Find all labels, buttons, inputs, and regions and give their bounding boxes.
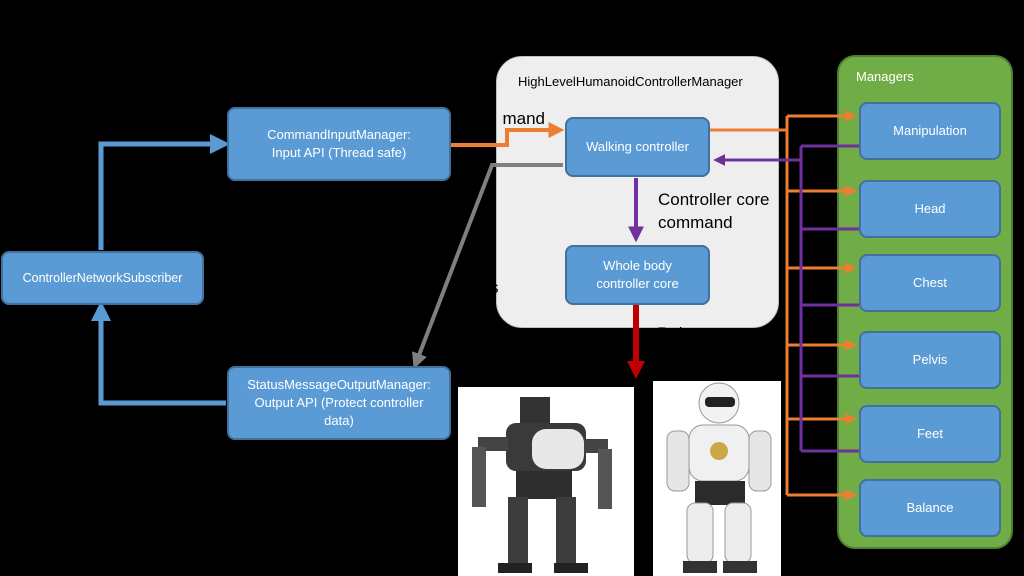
head-manager-box: Head <box>859 180 1001 238</box>
balance-manager-box: Balance <box>859 479 1001 537</box>
whole-body-controller-core-box: Whole body controller core <box>565 245 710 305</box>
status-label: s <box>490 278 499 297</box>
high-level-controller-manager-title: HighLevelHumanoidControllerManager <box>518 74 743 89</box>
output-to-subscriber-arrow <box>91 301 226 406</box>
command-input-manager-box: CommandInputManager: Input API (Thread s… <box>227 107 451 181</box>
controller-network-subscriber-box: ControllerNetworkSubscriber <box>1 251 204 305</box>
feet-manager-box: Feet <box>859 405 1001 463</box>
valkyrie-robot-image <box>653 381 781 576</box>
chest-manager-box: Chest <box>859 254 1001 312</box>
robot-label: Robot <box>657 324 703 335</box>
walking-controller-box: Walking controller <box>565 117 710 177</box>
command-label: mand <box>502 109 545 128</box>
subscriber-to-input-arrow <box>98 134 230 250</box>
pelvis-manager-box: Pelvis <box>859 331 1001 389</box>
atlas-robot-image <box>458 387 634 576</box>
status-message-output-manager-box: StatusMessageOutputManager: Output API (… <box>227 366 451 440</box>
status-arrow <box>411 163 563 369</box>
managers-title: Managers <box>856 69 914 84</box>
controller-core-command-label: Controller core command <box>658 190 770 232</box>
manipulation-manager-box: Manipulation <box>859 102 1001 160</box>
command-arrow <box>451 122 565 147</box>
